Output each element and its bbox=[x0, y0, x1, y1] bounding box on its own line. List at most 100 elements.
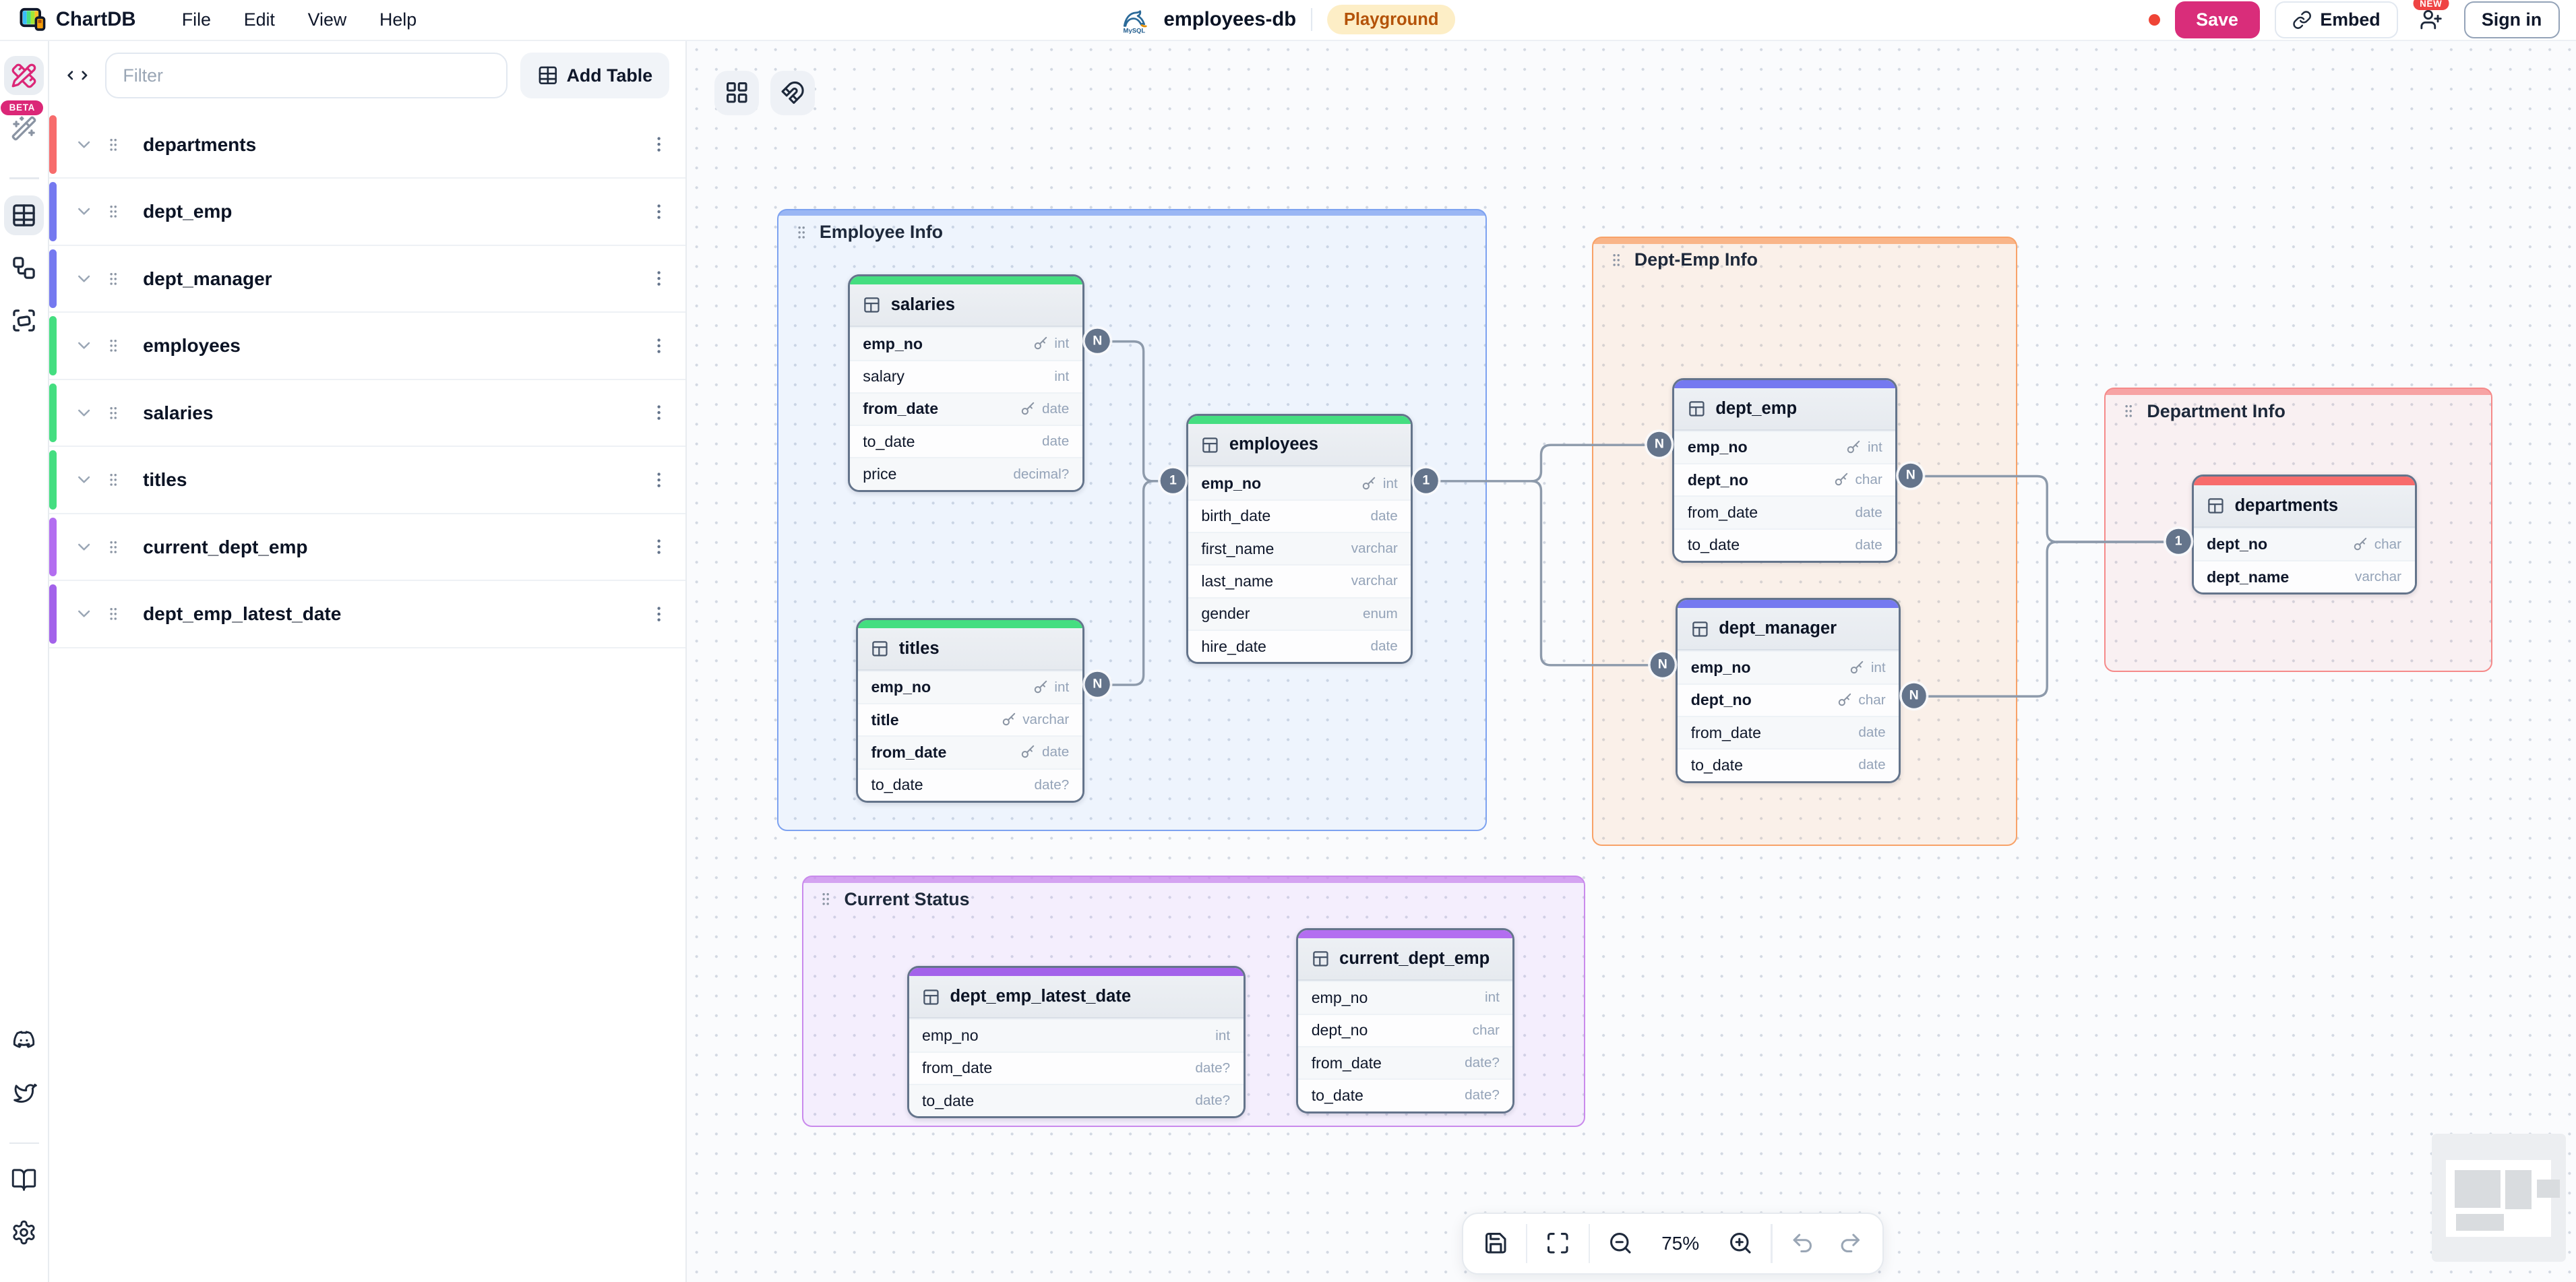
sign-in-button[interactable]: Sign in bbox=[2463, 1, 2560, 38]
drag-handle-icon[interactable] bbox=[105, 201, 121, 222]
drag-handle-icon[interactable] bbox=[1608, 249, 1624, 271]
sidebar-table-row-titles[interactable]: titles bbox=[49, 447, 685, 514]
menu-help[interactable]: Help bbox=[379, 9, 417, 30]
chevron-down-icon[interactable] bbox=[74, 269, 94, 288]
editor-button[interactable] bbox=[4, 55, 44, 96]
invite-user-button[interactable]: NEW bbox=[2413, 0, 2449, 38]
filter-input[interactable] bbox=[105, 53, 508, 99]
chevron-down-icon[interactable] bbox=[74, 604, 94, 623]
table-node-header[interactable]: salaries bbox=[849, 284, 1082, 328]
drag-handle-icon[interactable] bbox=[105, 537, 121, 558]
drag-handle-icon[interactable] bbox=[105, 134, 121, 156]
table-menu-button[interactable] bbox=[649, 267, 669, 290]
table-node-name: salaries bbox=[890, 295, 955, 315]
app-title: ChartDB bbox=[55, 8, 136, 30]
table-color-bar bbox=[49, 383, 57, 443]
drag-handle-icon[interactable] bbox=[105, 268, 121, 290]
sidebar-table-row-dept_manager[interactable]: dept_manager bbox=[49, 245, 685, 313]
drag-handle-icon[interactable] bbox=[105, 469, 121, 491]
table-accent-bar bbox=[857, 619, 1082, 628]
sidebar-table-row-dept_emp[interactable]: dept_emp bbox=[49, 179, 685, 246]
menu-file[interactable]: File bbox=[181, 9, 211, 30]
table-node-header[interactable]: dept_emp bbox=[1674, 388, 1896, 431]
tables-panel-button[interactable] bbox=[4, 195, 44, 235]
twitter-button[interactable] bbox=[4, 1073, 44, 1113]
field-type: decimal? bbox=[1013, 466, 1070, 482]
drag-handle-icon[interactable] bbox=[793, 222, 809, 243]
table-node-header[interactable]: employees bbox=[1188, 424, 1411, 467]
drag-handle-icon[interactable] bbox=[105, 335, 121, 357]
zoom-out-button[interactable] bbox=[1597, 1221, 1645, 1266]
field-type: int bbox=[1485, 989, 1500, 1006]
environment-badge: Playground bbox=[1327, 5, 1455, 35]
settings-button[interactable] bbox=[4, 1213, 44, 1253]
chevron-down-icon[interactable] bbox=[74, 336, 94, 355]
fit-view-button[interactable] bbox=[1534, 1221, 1582, 1266]
table-node-header[interactable]: dept_manager bbox=[1678, 608, 1899, 651]
menu-view[interactable]: View bbox=[307, 9, 347, 30]
zoom-in-button[interactable] bbox=[1717, 1221, 1765, 1266]
table-node-header[interactable]: dept_emp_latest_date bbox=[909, 976, 1244, 1019]
undo-button[interactable] bbox=[1779, 1221, 1827, 1266]
chevron-down-icon[interactable] bbox=[74, 470, 94, 489]
code-view-toggle[interactable] bbox=[63, 65, 92, 86]
table-menu-button[interactable] bbox=[649, 468, 669, 491]
snap-magnet-button[interactable] bbox=[770, 70, 815, 115]
chevron-down-icon[interactable] bbox=[74, 202, 94, 221]
drag-handle-icon[interactable] bbox=[105, 402, 121, 424]
table-menu-button[interactable] bbox=[649, 401, 669, 424]
sidebar-table-row-current_dept_emp[interactable]: current_dept_emp bbox=[49, 514, 685, 582]
discord-button[interactable] bbox=[4, 1020, 44, 1060]
sidebar-table-row-employees[interactable]: employees bbox=[49, 313, 685, 380]
area-top-strip bbox=[1593, 238, 2017, 244]
show-all-button[interactable] bbox=[714, 70, 760, 115]
redo-button[interactable] bbox=[1827, 1221, 1874, 1266]
save-button[interactable]: Save bbox=[2174, 1, 2260, 38]
docs-button[interactable] bbox=[4, 1161, 44, 1200]
table-menu-button[interactable] bbox=[649, 133, 669, 156]
add-table-button[interactable]: Add Table bbox=[520, 53, 669, 99]
table-node-header[interactable]: current_dept_emp bbox=[1298, 938, 1513, 981]
dependencies-panel-button[interactable] bbox=[4, 301, 44, 340]
table-menu-button[interactable] bbox=[649, 603, 669, 625]
zoom-level[interactable]: 75% bbox=[1661, 1232, 1700, 1254]
sidebar-table-row-dept_emp_latest_date[interactable]: dept_emp_latest_date bbox=[49, 581, 685, 648]
table-accent-bar bbox=[909, 968, 1244, 977]
table-color-bar bbox=[49, 584, 57, 644]
minimap[interactable] bbox=[2431, 1133, 2567, 1262]
drag-handle-icon[interactable] bbox=[818, 888, 834, 910]
menu-edit[interactable]: Edit bbox=[243, 9, 275, 30]
table-node-header[interactable]: titles bbox=[857, 628, 1082, 671]
diagram-name[interactable]: employees-db bbox=[1163, 8, 1297, 30]
chevron-down-icon[interactable] bbox=[74, 537, 94, 557]
save-diagram-button[interactable] bbox=[1472, 1221, 1520, 1266]
key-icon bbox=[1361, 477, 1376, 491]
cardinality-marker-N: N bbox=[1647, 432, 1672, 457]
drag-handle-icon[interactable] bbox=[105, 603, 121, 625]
ai-assistant-button[interactable]: BETA bbox=[1, 100, 44, 148]
embed-button[interactable]: Embed bbox=[2274, 1, 2399, 38]
drag-handle-icon[interactable] bbox=[2120, 400, 2137, 422]
chevron-down-icon[interactable] bbox=[74, 135, 94, 154]
table-menu-button[interactable] bbox=[649, 200, 669, 223]
chevron-down-icon[interactable] bbox=[74, 403, 94, 423]
table-menu-button[interactable] bbox=[649, 535, 669, 558]
sidebar-table-row-departments[interactable]: departments bbox=[49, 111, 685, 179]
table-node-header[interactable]: departments bbox=[2193, 485, 2415, 528]
sidebar-table-row-salaries[interactable]: salaries bbox=[49, 379, 685, 448]
table-menu-button[interactable] bbox=[649, 334, 669, 357]
relationships-panel-button[interactable] bbox=[4, 248, 44, 288]
